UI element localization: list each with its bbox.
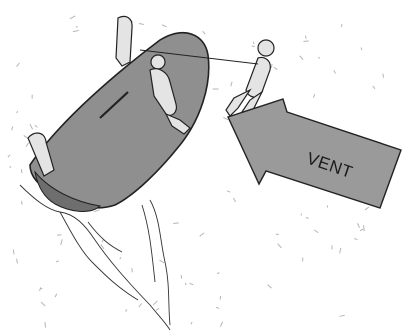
spray-particle — [300, 56, 303, 60]
spray-particle — [70, 16, 75, 19]
spray-particle — [363, 225, 364, 231]
vent-arrow: VENT — [228, 99, 401, 208]
spray-particle — [318, 57, 320, 58]
spray-particle — [203, 31, 206, 34]
spray-particle — [13, 249, 14, 254]
spray-particle — [94, 210, 99, 212]
spray-particle — [76, 27, 78, 28]
spray-particle — [132, 268, 133, 272]
spray-particle — [200, 233, 204, 237]
spray-particle — [274, 67, 277, 69]
spray-particle — [306, 217, 309, 218]
spray-particle — [191, 322, 192, 324]
spray-particle — [57, 235, 61, 236]
spray-particle — [162, 25, 167, 27]
spray-particle — [56, 261, 59, 262]
spray-particle — [271, 64, 272, 68]
spray-particle — [17, 63, 20, 67]
spray-particle — [373, 86, 375, 89]
spray-particle — [55, 294, 57, 297]
spray-particle — [17, 111, 18, 113]
spray-particle — [340, 248, 341, 254]
spray-particle — [313, 94, 314, 97]
spray-particle — [45, 322, 46, 327]
spray-particle — [22, 201, 23, 204]
spray-particle — [304, 41, 309, 42]
spray-particle — [153, 301, 157, 305]
spray-particle — [120, 257, 121, 259]
spray-particle — [233, 198, 235, 202]
spray-particle — [73, 31, 79, 32]
spray-particle — [173, 223, 178, 224]
spray-particle — [156, 308, 159, 310]
spray-particle — [253, 42, 254, 44]
spray-particle — [160, 260, 164, 263]
spray-particle — [354, 239, 357, 240]
spray-particle — [139, 303, 142, 307]
spray-particle — [231, 82, 232, 86]
spray-particle — [268, 285, 272, 289]
spray-particle — [220, 322, 222, 327]
spray-particle — [357, 223, 359, 227]
spray-particle — [277, 244, 281, 248]
spray-particle — [139, 24, 144, 25]
spray-particle — [314, 230, 318, 233]
spray-particle — [223, 117, 228, 119]
spray-particle — [217, 273, 219, 274]
spray-particle — [35, 125, 37, 127]
spray-particle — [339, 315, 344, 316]
spray-particle — [41, 302, 45, 306]
spray-particle — [181, 275, 182, 279]
spray-particle — [40, 288, 42, 289]
spray-particle — [12, 127, 13, 131]
spray-particle — [360, 229, 363, 230]
spray-particle — [365, 207, 369, 210]
spray-particle — [361, 48, 362, 51]
spray-particle — [190, 283, 194, 284]
spray-particle — [30, 124, 33, 129]
spray-particle — [24, 136, 28, 139]
spray-particle — [305, 36, 306, 39]
spray-particle — [383, 74, 384, 78]
spray-particle — [21, 169, 22, 173]
spray-particle — [26, 143, 28, 147]
spray-particle — [126, 309, 127, 311]
spray-particle — [252, 46, 255, 47]
spray-particle — [227, 191, 230, 192]
spray-particle — [17, 259, 18, 264]
spray-particle — [216, 307, 219, 308]
spray-particle — [334, 70, 336, 73]
spray-particle — [61, 239, 63, 245]
spray-particle — [8, 155, 10, 157]
